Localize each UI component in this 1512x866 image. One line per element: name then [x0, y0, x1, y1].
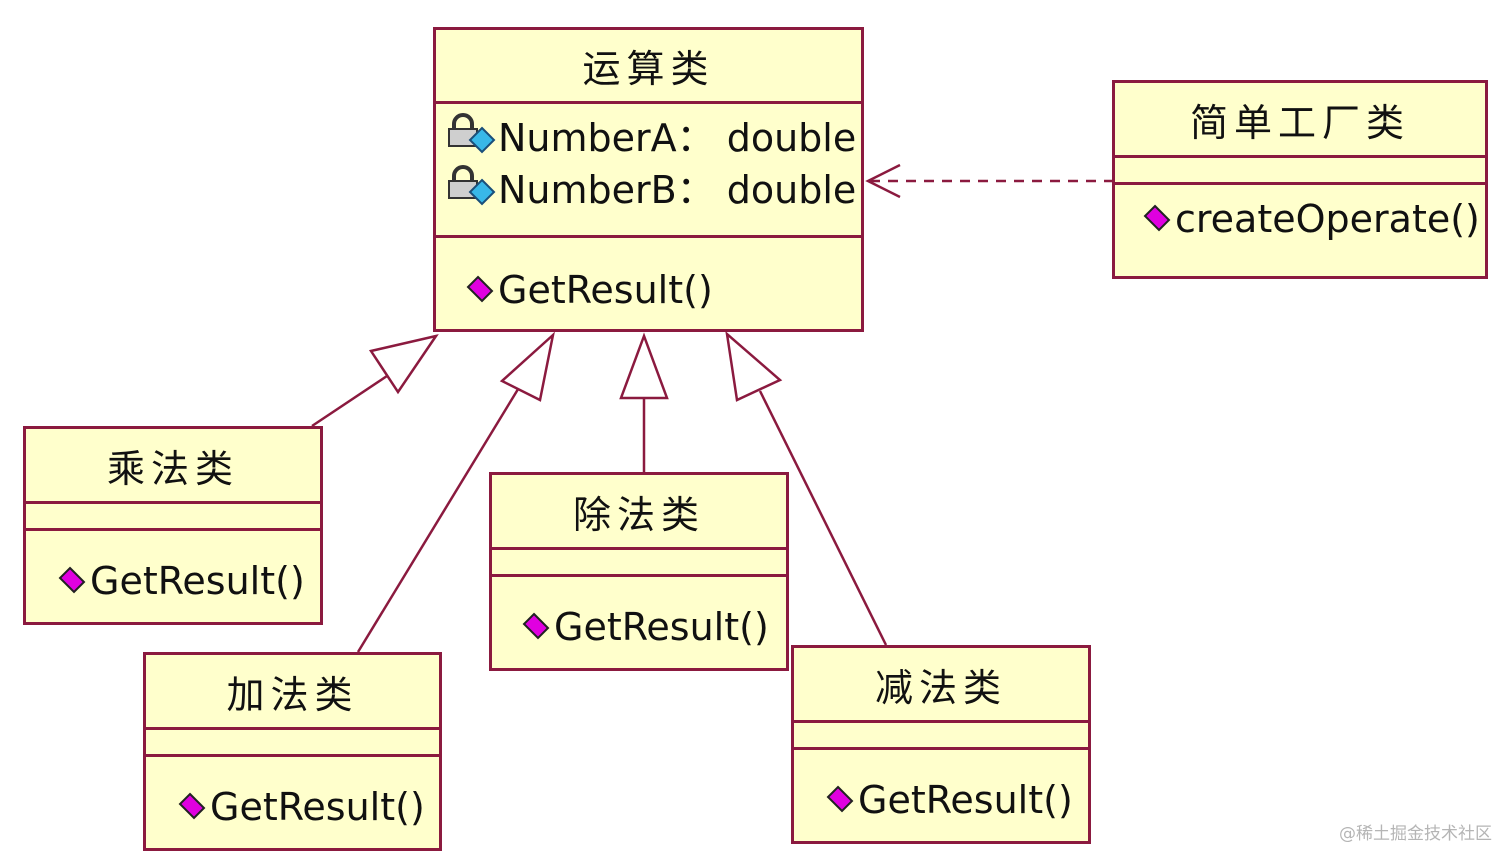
attributes-compartment: NumberA： double NumberB： double [436, 104, 861, 238]
methods-compartment: GetResult() [436, 238, 861, 312]
purple-diamond-icon [522, 612, 550, 640]
class-name: 加法类 [146, 655, 439, 730]
generalization-divide [619, 332, 669, 472]
attributes-compartment [794, 723, 1088, 750]
class-multiply[interactable]: 乘法类 GetResult() [23, 426, 323, 625]
attribute-row: NumberB： double [446, 160, 861, 212]
watermark: @稀土掘金技术社区 [1339, 824, 1492, 844]
class-name: 运算类 [436, 30, 861, 104]
method-row: GetResult() [826, 778, 1088, 822]
purple-diamond-icon [58, 566, 86, 594]
class-name: 乘法类 [26, 429, 320, 504]
attribute-text: NumberB： double [498, 167, 857, 212]
methods-compartment: GetResult() [794, 750, 1088, 822]
class-operation[interactable]: 运算类 NumberA： double NumberB： double GetR… [433, 27, 864, 332]
generalization-subtract [725, 330, 888, 646]
method-text: GetResult() [210, 785, 425, 829]
purple-diamond-icon [826, 785, 854, 813]
methods-compartment: GetResult() [492, 577, 786, 649]
class-factory[interactable]: 简单工厂类 createOperate() [1112, 80, 1488, 279]
class-name: 除法类 [492, 475, 786, 550]
lock-key-icon [448, 165, 496, 206]
class-add[interactable]: 加法类 GetResult() [143, 652, 442, 851]
generalization-add [356, 331, 555, 653]
method-text: GetResult() [90, 559, 305, 603]
method-row: GetResult() [522, 605, 786, 649]
method-row: GetResult() [178, 785, 439, 829]
purple-diamond-icon [466, 275, 494, 303]
methods-compartment: GetResult() [146, 757, 439, 829]
attributes-compartment [26, 504, 320, 531]
class-name: 简单工厂类 [1115, 83, 1485, 158]
attribute-row: NumberA： double [446, 108, 861, 160]
method-row: GetResult() [58, 559, 320, 603]
method-text: GetResult() [498, 268, 713, 312]
class-name: 减法类 [794, 648, 1088, 723]
method-row: createOperate() [1143, 197, 1485, 241]
method-row: GetResult() [466, 268, 861, 312]
class-subtract[interactable]: 减法类 GetResult() [791, 645, 1091, 844]
attributes-compartment [146, 730, 439, 757]
attributes-compartment [1115, 158, 1485, 185]
purple-diamond-icon [1143, 204, 1171, 232]
method-text: GetResult() [858, 778, 1073, 822]
generalization-multiply [311, 334, 439, 428]
dependency-factory [865, 163, 1114, 199]
attribute-text: NumberA： double [498, 115, 857, 160]
methods-compartment: GetResult() [26, 531, 320, 603]
methods-compartment: createOperate() [1115, 185, 1485, 241]
class-divide[interactable]: 除法类 GetResult() [489, 472, 789, 671]
attributes-compartment [492, 550, 786, 577]
method-text: createOperate() [1175, 197, 1480, 241]
purple-diamond-icon [178, 792, 206, 820]
lock-key-icon [448, 113, 496, 154]
method-text: GetResult() [554, 605, 769, 649]
